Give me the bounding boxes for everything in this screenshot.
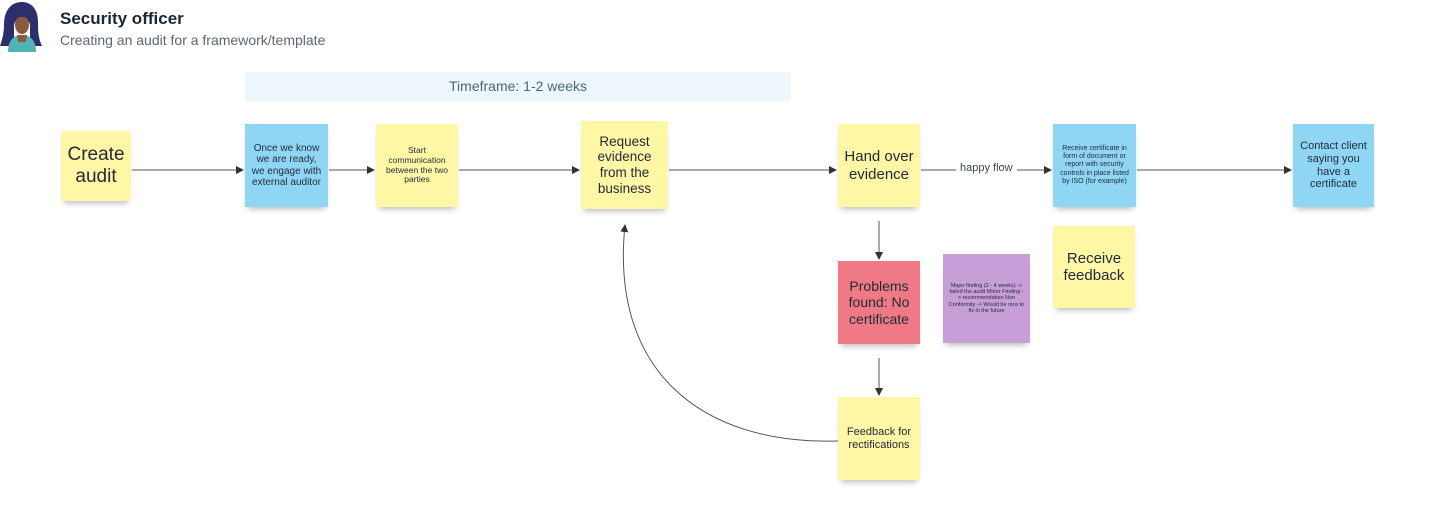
sticky-note-engage-auditor: Once we know we are ready, we engage wit… [245,124,328,207]
persona-header: Security officer Creating an audit for a… [0,0,420,56]
engage-auditor-text: Once we know we are ready, we engage wit… [251,142,322,189]
sticky-note-feedback-rectifications: Feedback for rectifications [838,397,920,480]
person-avatar-icon [0,2,42,52]
sticky-note-request-evidence: Request evidence from the business [581,121,668,209]
timeframe-banner: Timeframe: 1-2 weeks [245,72,791,101]
request-evidence-text: Request evidence from the business [597,133,652,196]
findings-explanation-text: Major finding (2 - 4 weeks) -> failed th… [948,282,1025,314]
hand-over-evidence-text: Hand over evidence [844,148,914,183]
feedback-rectifications-text: Feedback for rectifications [846,425,912,451]
sticky-note-findings-explanation: Major finding (2 - 4 weeks) -> failed th… [943,254,1030,343]
sticky-note-hand-over-evidence: Hand over evidence [838,124,920,207]
contact-client-text: Contact client saying you have a certifi… [1300,140,1367,191]
sticky-note-receive-certificate: Receive certificate in form of document … [1053,124,1136,207]
problems-found-text: Problems found: No certificate [848,278,910,327]
persona-subtitle: Creating an audit for a framework/templa… [60,32,326,48]
start-communication-text: Start communication between the two part… [386,144,448,185]
sticky-note-receive-feedback: Receive feedback [1053,226,1135,308]
happy-flow-label: happy flow [956,162,1017,174]
receive-certificate-text: Receive certificate in form of document … [1060,145,1129,185]
connector-feedback-loop-to-request [620,224,839,442]
sticky-note-problems-found: Problems found: No certificate [838,261,920,344]
receive-feedback-text: Receive feedback [1063,249,1125,284]
create-audit-text: Create audit [67,144,125,187]
sticky-note-contact-client: Contact client saying you have a certifi… [1293,124,1374,207]
persona-title: Security officer [60,9,184,28]
sticky-note-create-audit: Create audit [61,131,131,201]
sticky-note-start-communication: Start communication between the two part… [376,124,458,207]
